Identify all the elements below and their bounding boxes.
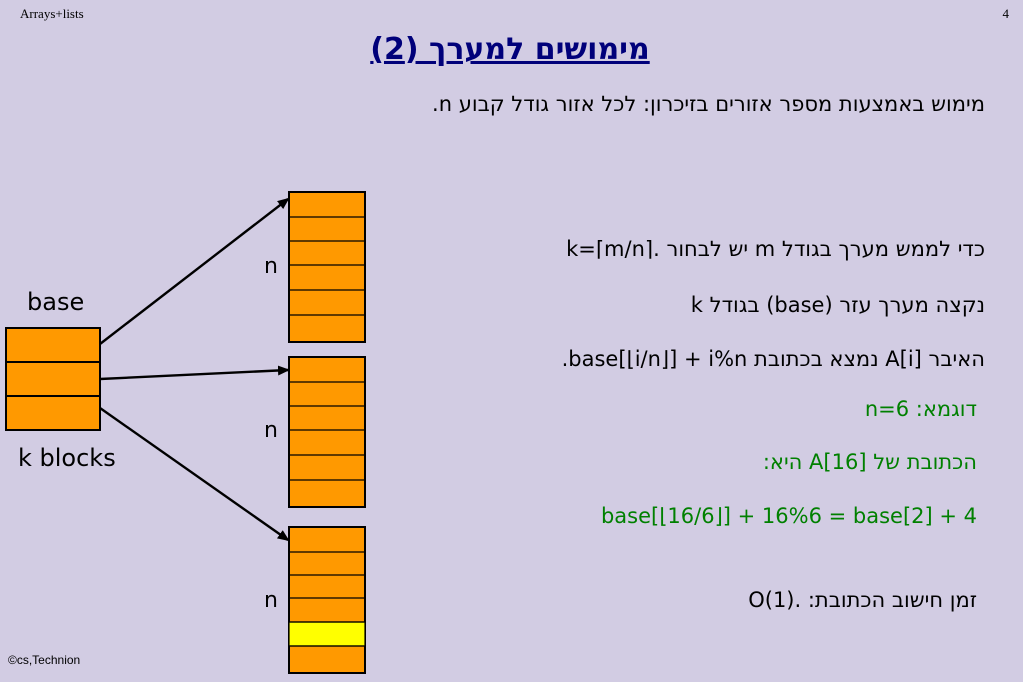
block-size-label-2: n	[264, 418, 278, 443]
footer-copyright: ©cs,Technion	[8, 653, 81, 667]
text-line-example: דוגמא: n=6	[864, 397, 977, 421]
memory-block-1	[288, 191, 366, 343]
block-size-label-3: n	[264, 588, 278, 613]
pointer-arrow-2	[99, 365, 290, 381]
text-line-complexity: זמן חישוב הכתובת: O(1).	[748, 588, 977, 612]
k-blocks-label: k blocks	[18, 444, 116, 472]
base-cell	[5, 327, 101, 363]
header-course-name: Arrays+lists	[20, 6, 84, 21]
text-line-base-array: נקצה מערך עזר (base) בגודל k	[690, 293, 985, 317]
memory-block-3	[288, 526, 366, 674]
slide-subtitle: מימוש באמצעות מספר אזורים בזיכרון: לכל א…	[432, 92, 985, 116]
pointer-arrow-3	[99, 407, 290, 542]
memory-block-2	[288, 356, 366, 508]
page-number: 4	[1002, 6, 1010, 21]
text-line-element-address: האיבר A[i] נמצא בכתובת .base[⌊i/n⌋] + i%…	[562, 347, 985, 371]
block-size-label-1: n	[264, 254, 278, 279]
complexity-text: זמן חישוב הכתובת:	[807, 588, 977, 612]
pointer-arrow-1	[99, 197, 290, 345]
k-definition-text: כדי לממש מערך בגודל m יש לבחור	[666, 237, 985, 261]
base-cell	[5, 395, 101, 431]
slide-title: מימושים למערך (2)	[370, 32, 650, 67]
element-address-text: האיבר A[i] נמצא בכתובת	[754, 347, 985, 371]
element-address-formula: .base[⌊i/n⌋] + i%n	[561, 347, 748, 371]
base-cell	[5, 361, 101, 397]
text-line-k-definition: כדי לממש מערך בגודל m יש לבחור k=⌈m/n⌉.	[566, 237, 985, 261]
base-array	[5, 327, 101, 431]
text-line-example-formula: base[⌊16/6⌋] + 16%6 = base[2] + 4	[600, 504, 977, 528]
text-line-example-address: הכתובת של A[16] היא:	[762, 450, 977, 474]
complexity-formula: O(1).	[748, 588, 802, 612]
base-label: base	[27, 288, 85, 316]
k-formula: k=⌈m/n⌉.	[566, 237, 660, 261]
highlighted-cell	[288, 621, 366, 647]
